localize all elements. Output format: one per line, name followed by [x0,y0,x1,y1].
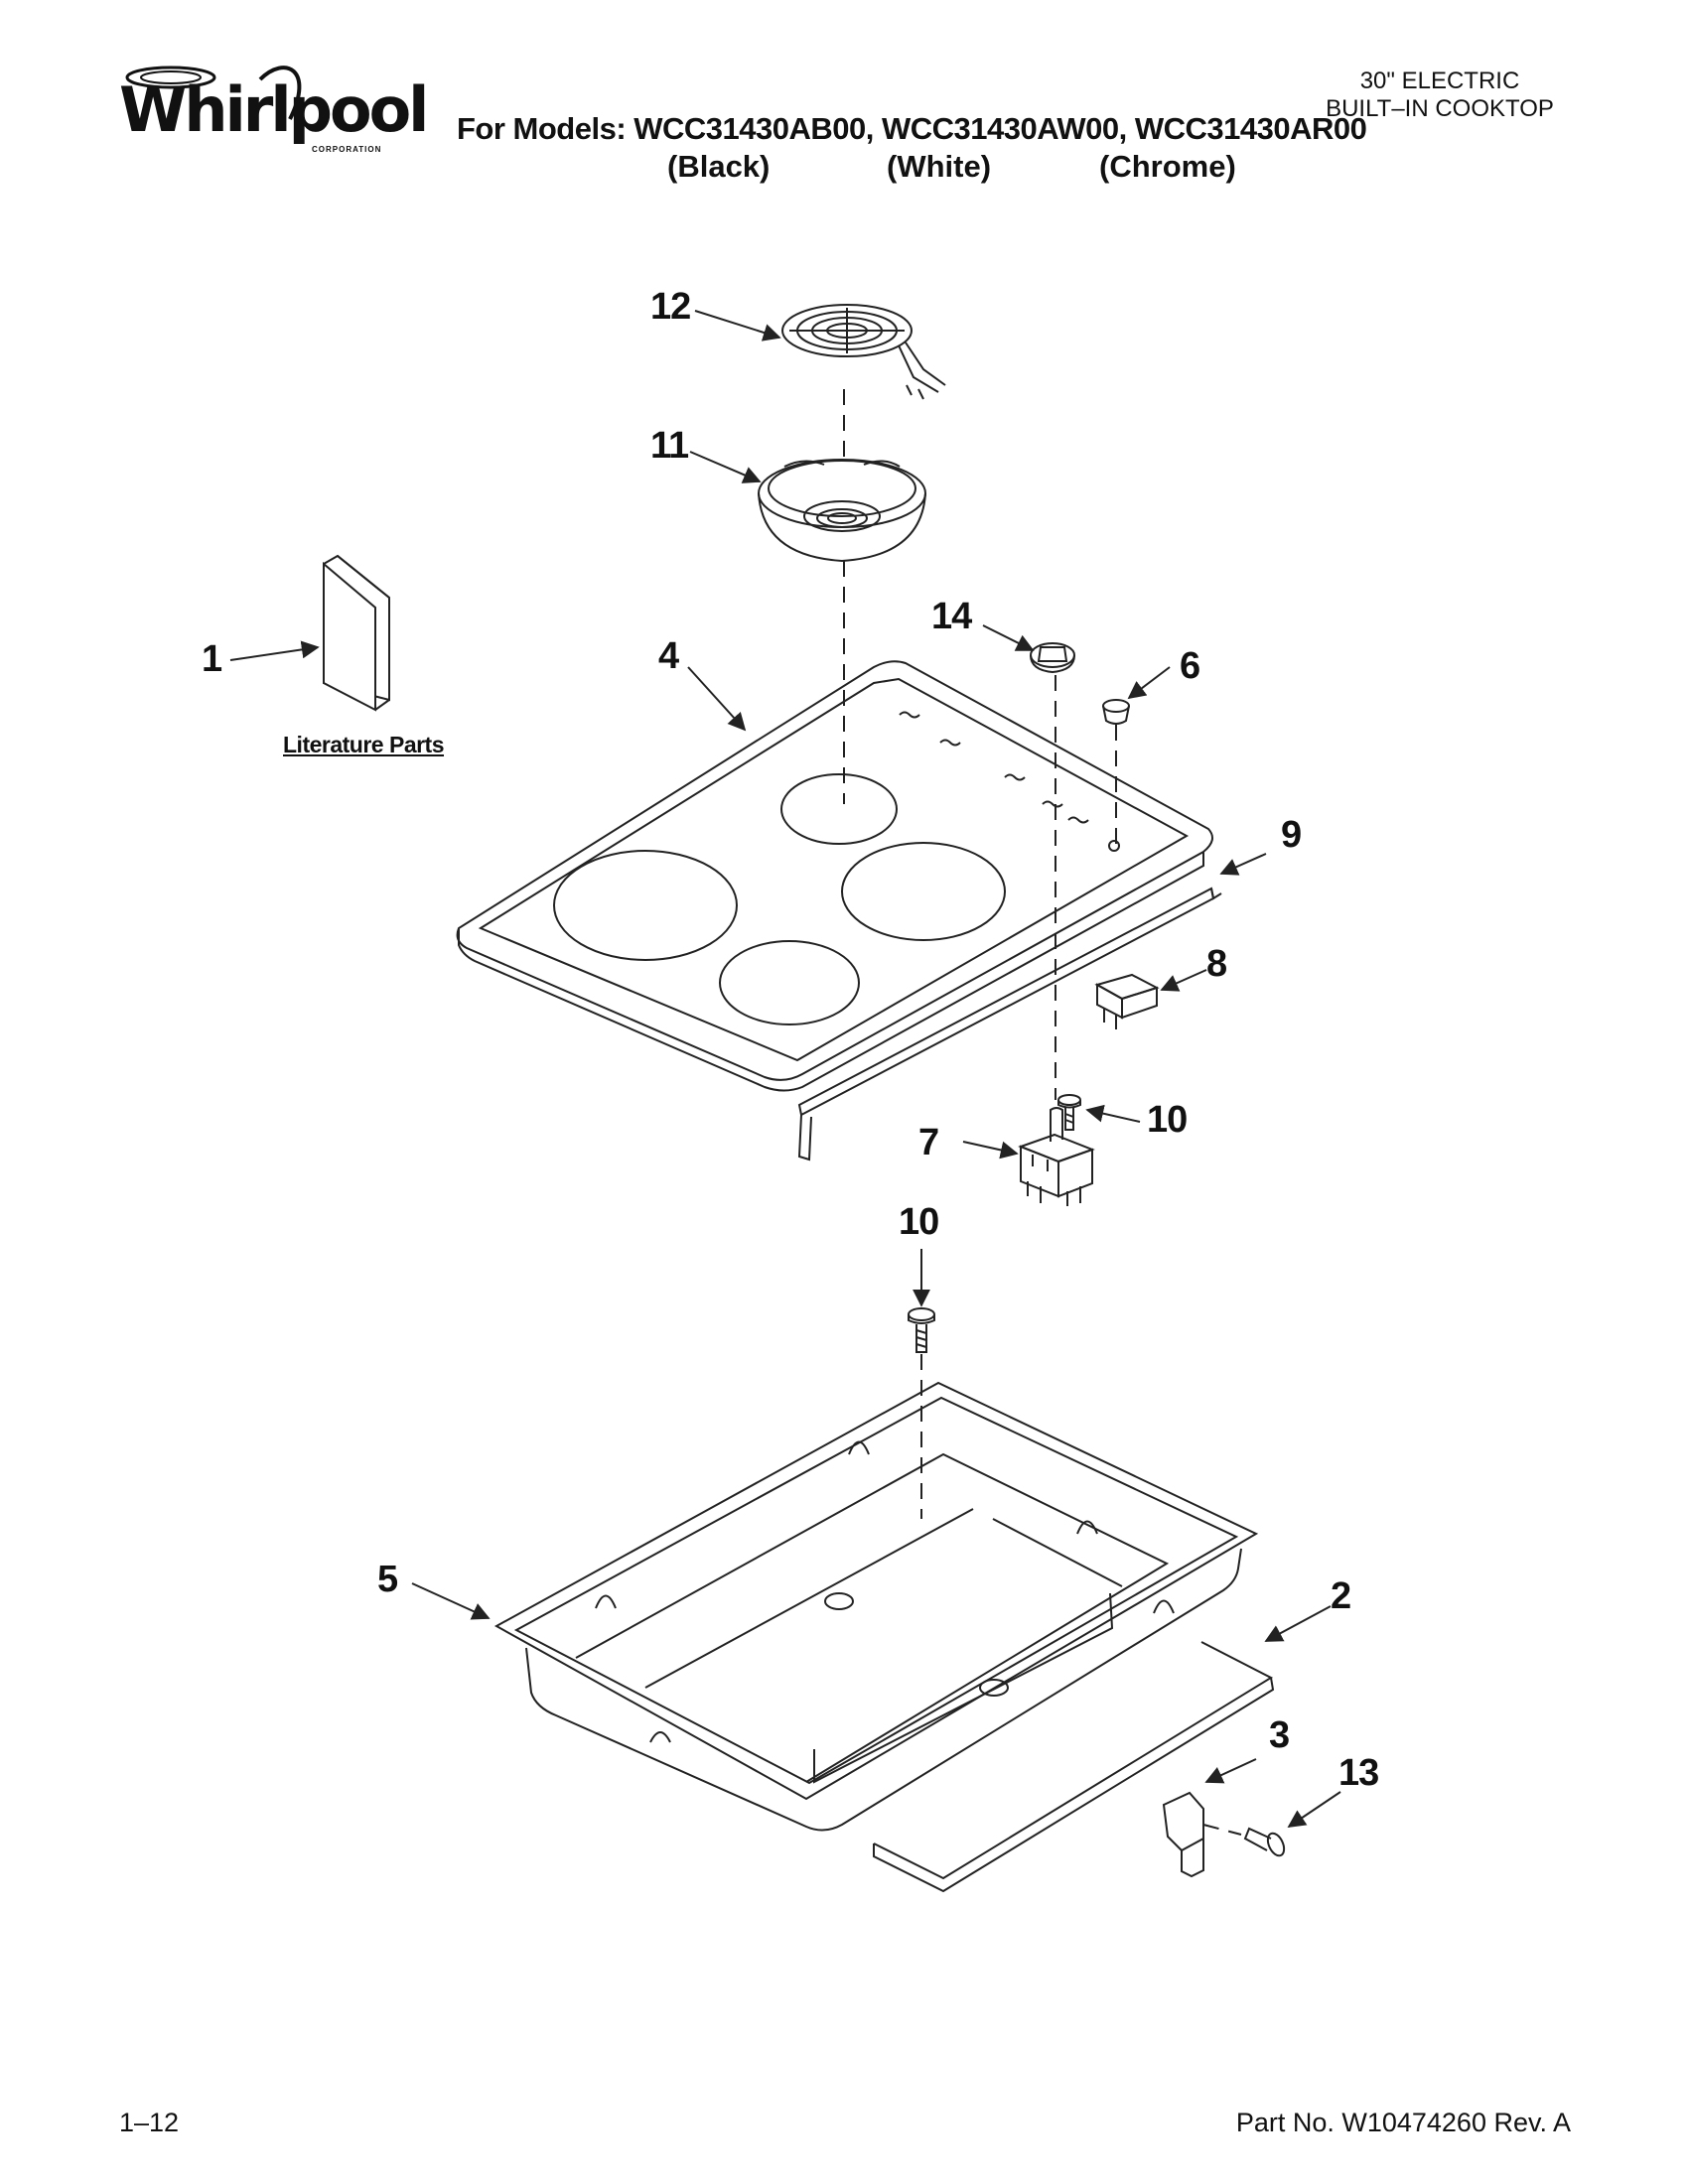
callout-4: 4 [658,635,679,677]
callout-2: 2 [1331,1575,1351,1617]
models-line: For Models: WCC31430AB00, WCC31430AW00, … [457,111,1367,146]
infinite-switch-part-7 [1021,1108,1092,1206]
callout-8: 8 [1206,943,1227,985]
callout-9: 9 [1281,814,1302,856]
callout-13: 13 [1338,1752,1379,1794]
trim-strip-part-9 [799,888,1221,1160]
surface-element-part-12 [782,305,945,399]
variant-chrome: (Chrome) [1099,149,1236,184]
burner-box-part-5 [496,1383,1256,1831]
variant-black: (Black) [667,149,771,184]
callout-3: 3 [1269,1714,1290,1756]
callout-5: 5 [377,1559,398,1600]
callout-7: 7 [918,1122,939,1163]
logo-subtitle: CORPORATION [312,145,382,154]
callout-11: 11 [650,425,689,467]
logo-wordmark: Whirlpool [119,73,429,146]
page-number: 1–12 [119,2108,180,2137]
drip-bowl-part-11 [759,460,925,561]
callout-12: 12 [650,286,691,328]
callout-1: 1 [202,638,222,680]
product-line-1: 30" ELECTRIC [1359,68,1520,94]
logo-swoosh [125,66,302,120]
screw-part-10-lower [909,1308,934,1352]
callout-arrows [230,311,1340,1829]
callout-10-upper: 10 [1147,1099,1188,1141]
literature-part-1 [324,556,389,710]
switch-part-8 [1097,975,1157,1029]
screw-part-10-upper [1058,1095,1080,1130]
variant-white: (White) [887,149,992,184]
whirlpool-logo: Whirlpool CORPORATION [111,60,429,169]
knob-part-14 [1031,643,1074,672]
callout-10-lower: 10 [899,1201,939,1243]
screw-part-13 [1245,1829,1287,1858]
callout-6: 6 [1180,645,1200,687]
product-line-2: BUILT–IN COOKTOP [1326,95,1554,122]
literature-parts-label: Literature Parts [283,732,445,757]
product-title: 30" ELECTRIC BUILT–IN COOKTOP [1291,68,1589,123]
indicator-light-part-6 [1103,700,1129,724]
part-number: Part No. W10474260 Rev. A [1235,2108,1571,2137]
callout-14: 14 [931,596,972,637]
front-panel-part-2 [874,1642,1273,1891]
assembly-lines [844,389,1241,1835]
cooktop-part-4 [458,661,1212,1090]
bracket-part-3 [1164,1793,1203,1876]
